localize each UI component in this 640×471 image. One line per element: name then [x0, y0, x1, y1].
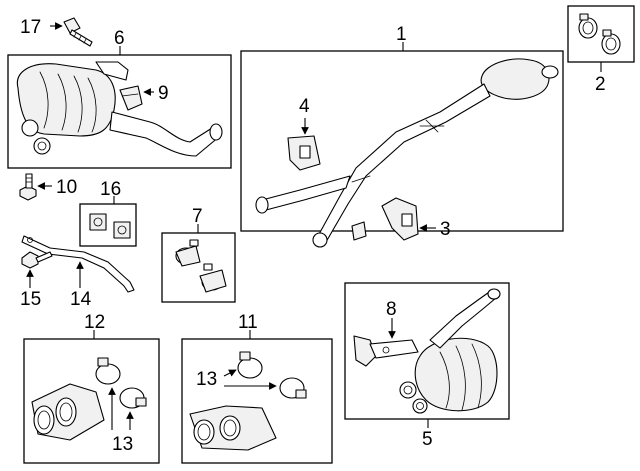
callout-3: 3 [440, 219, 451, 240]
callout-16: 16 [100, 179, 121, 200]
callout-15: 15 [20, 289, 41, 310]
clamps-7-drawing [175, 239, 227, 293]
hanger-3-drawing [381, 197, 419, 241]
box-clamps-2 [567, 5, 635, 63]
bolt-17-drawing [63, 17, 93, 47]
callout-2: 2 [595, 74, 606, 95]
callout-1: 1 [396, 24, 407, 45]
box-pads-16 [79, 203, 137, 247]
bolt-10-drawing [19, 173, 37, 201]
clamps-2-drawing [578, 13, 621, 55]
muffler-5-drawing [399, 288, 501, 414]
box-muffler-right [344, 282, 510, 420]
bolt-15-drawing [21, 251, 53, 269]
callout-10: 10 [56, 177, 77, 198]
bracket-8-drawing [353, 335, 419, 367]
hanger-4-drawing [287, 135, 321, 171]
callout-13-right: 13 [196, 369, 217, 390]
strap-14-drawing [21, 235, 135, 293]
box-tailpipe-12 [23, 338, 160, 464]
callout-8: 8 [386, 299, 397, 320]
callout-14: 14 [70, 289, 92, 310]
callout-13-left: 13 [112, 434, 133, 455]
callout-11: 11 [238, 312, 258, 333]
muffler-6-drawing [16, 61, 223, 157]
callout-6: 6 [114, 28, 125, 49]
pads-16-drawing [89, 213, 131, 239]
box-tailpipe-11 [181, 338, 333, 464]
leader-13a-2 [223, 369, 237, 377]
tailpipe-12-drawing [31, 357, 147, 441]
callout-4: 4 [299, 96, 310, 117]
callout-5: 5 [422, 429, 433, 450]
callout-7: 7 [192, 206, 203, 227]
callout-9: 9 [158, 83, 169, 104]
callout-17: 17 [20, 17, 41, 38]
callout-12: 12 [84, 312, 105, 333]
front-pipe-1-drawing [255, 58, 559, 248]
tailpipe-11-drawing [189, 351, 307, 451]
